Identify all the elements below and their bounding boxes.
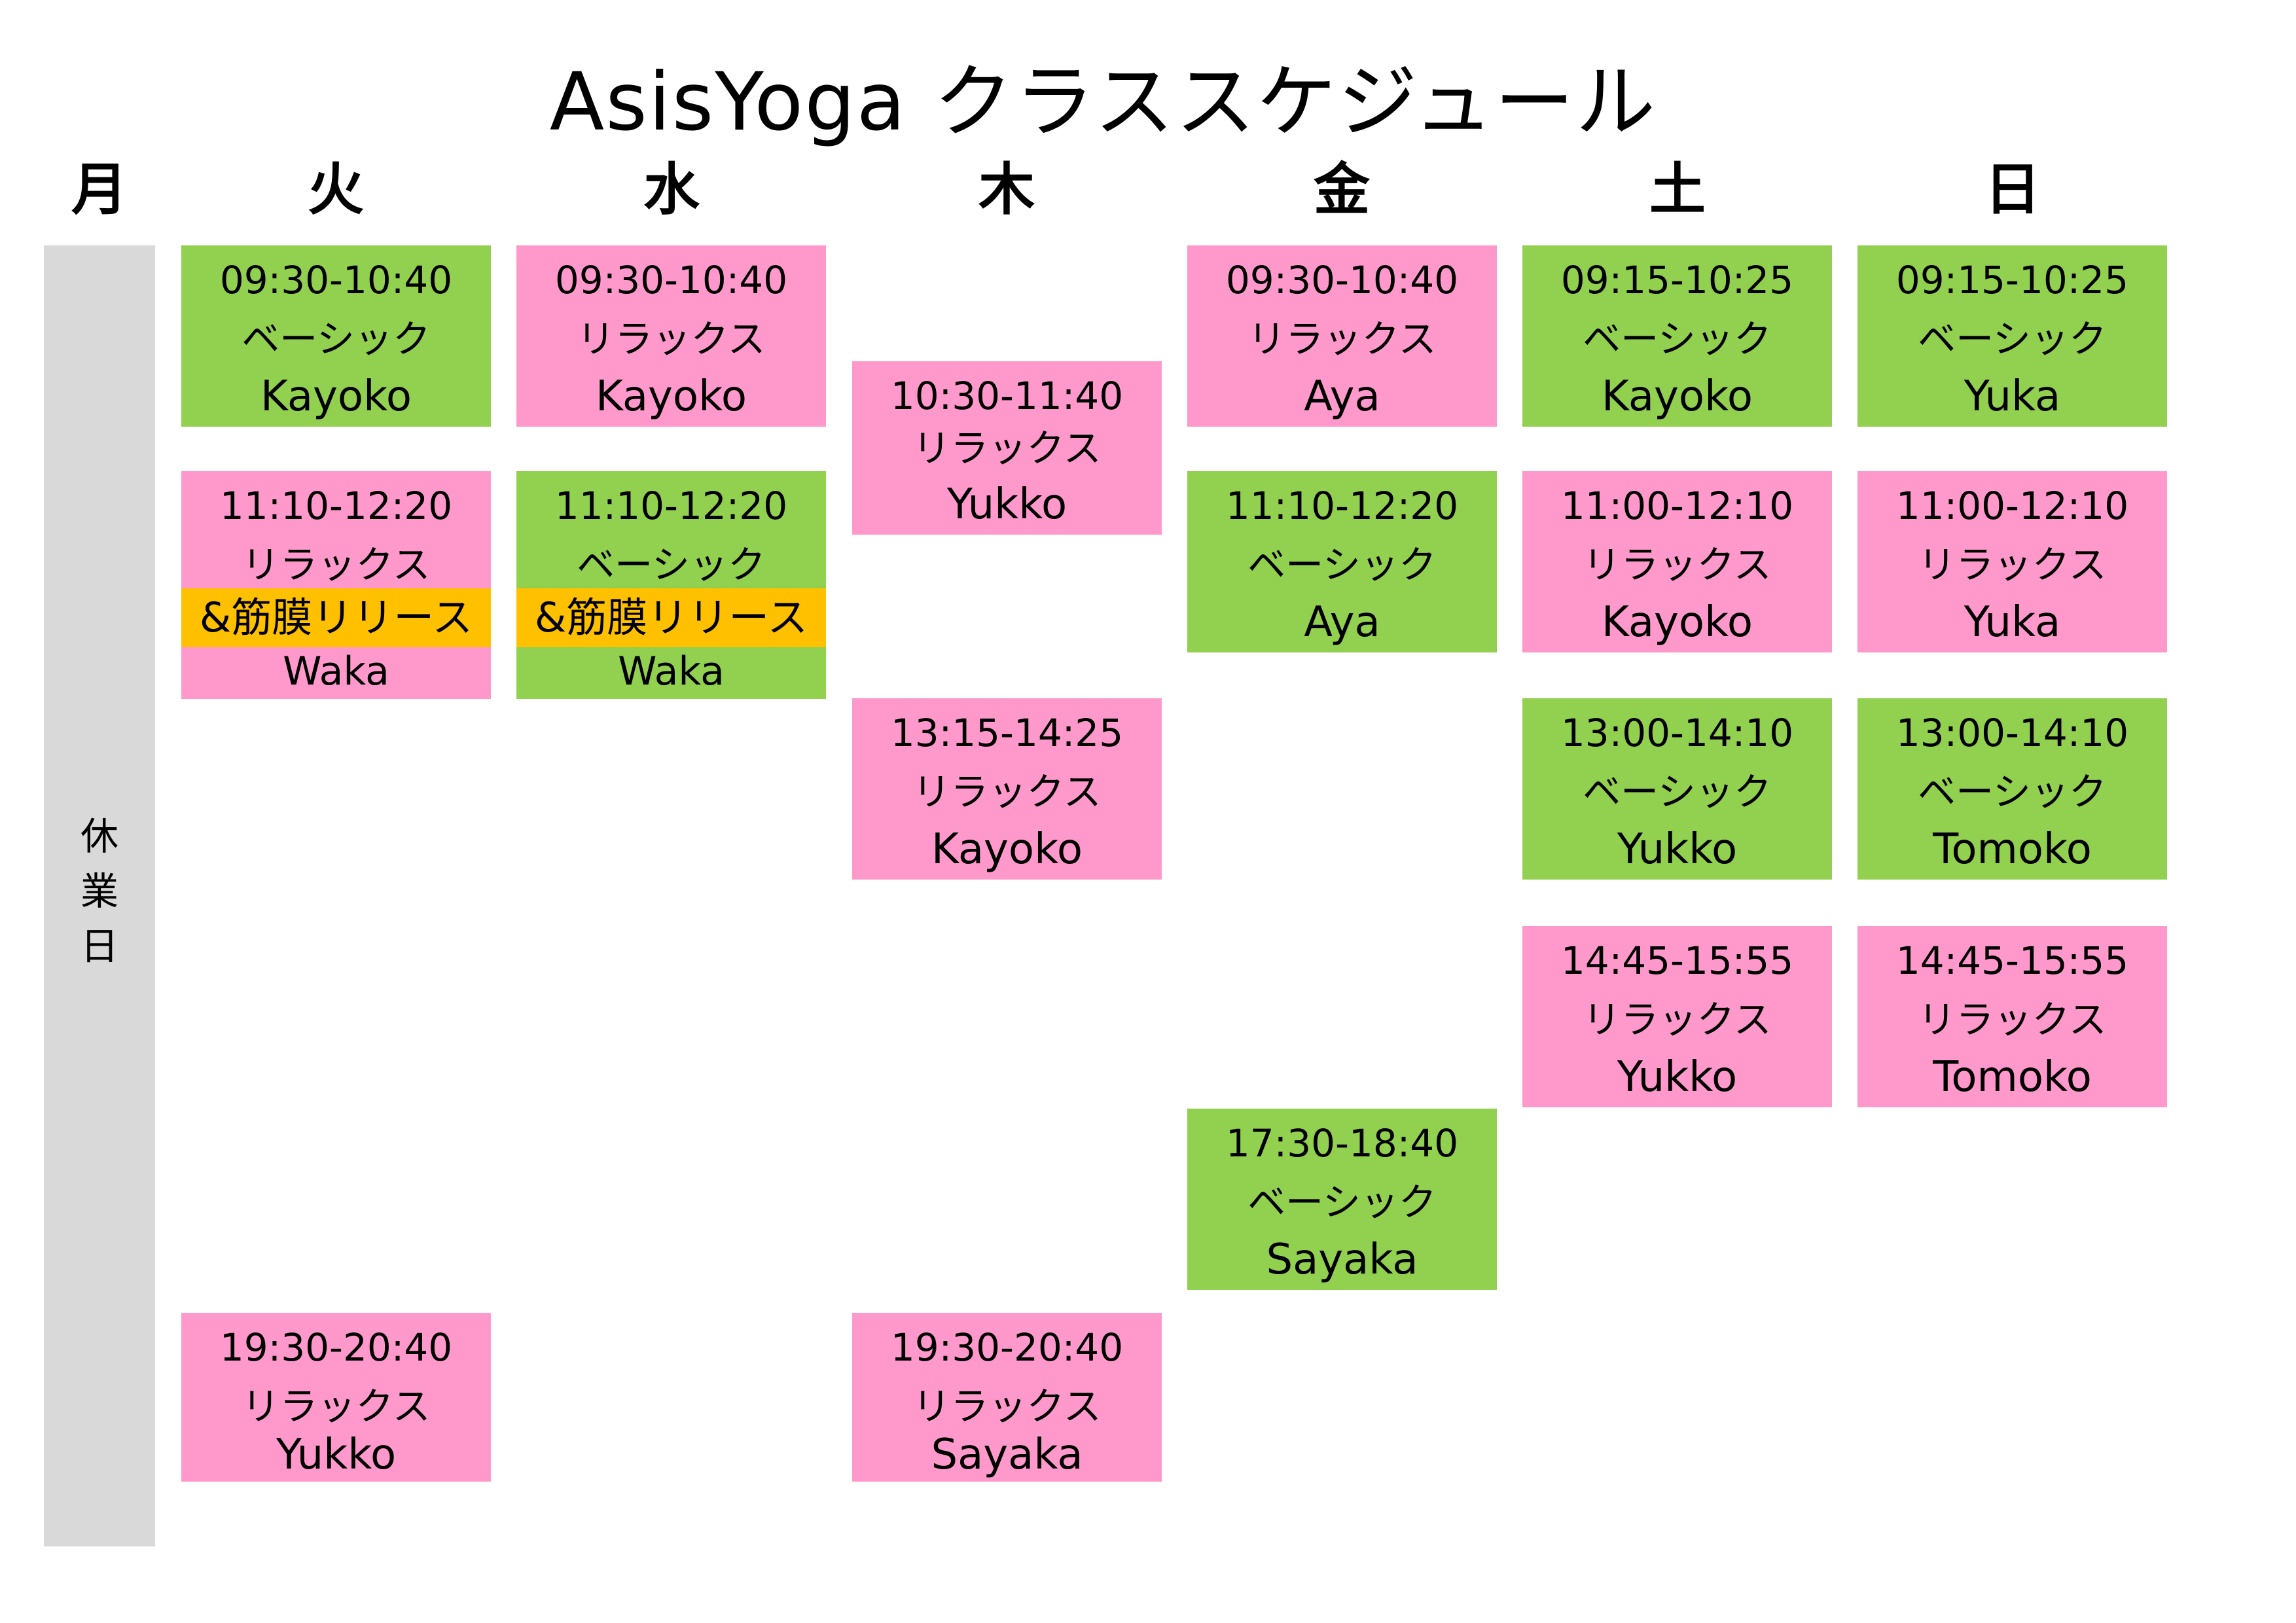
class-type: リラックス	[1583, 543, 1772, 587]
class-time: 09:30-10:40	[219, 258, 453, 302]
class-type: ベーシック	[242, 317, 431, 361]
class-time: 13:15-14:25	[890, 711, 1124, 755]
class-time: 11:10-12:20	[1225, 484, 1459, 528]
class-card[interactable]: 09:30-10:40 リラックス Aya	[1187, 245, 1497, 427]
class-instructor: Kayoko	[260, 372, 412, 421]
closed-day-bar	[44, 245, 155, 1546]
class-type: ベーシック	[1583, 317, 1772, 361]
class-card[interactable]: 13:15-14:25 リラックス Kayoko	[852, 698, 1162, 880]
class-instructor: Sayaka	[1266, 1236, 1418, 1284]
class-card[interactable]: 19:30-20:40 リラックス Sayaka	[852, 1313, 1162, 1482]
fascia-release-band: &筋膜リリース	[181, 588, 491, 647]
class-time: 09:30-10:40	[554, 258, 788, 302]
class-time: 11:10-12:20	[554, 484, 788, 528]
class-instructor: Tomoko	[1933, 825, 2092, 874]
class-time: 11:00-12:10	[1895, 484, 2129, 528]
class-type: ベーシック	[1247, 543, 1437, 587]
page-title: AsisYoga クラススケジュール	[549, 56, 1657, 149]
class-type: リラックス	[1918, 997, 2107, 1042]
class-instructor: Kayoko	[1601, 598, 1753, 647]
class-card[interactable]: 11:10-12:20 ベーシック &筋膜リリース Waka	[516, 471, 826, 699]
class-card[interactable]: 09:15-10:25 ベーシック Yuka	[1857, 245, 2167, 427]
class-instructor: Yukko	[1617, 825, 1738, 874]
class-type: リラックス	[912, 1384, 1102, 1429]
class-type: ベーシック	[1583, 770, 1772, 814]
class-time: 09:30-10:40	[1225, 258, 1459, 302]
class-time: 13:00-14:10	[1895, 711, 2129, 755]
fascia-release-band: &筋膜リリース	[516, 588, 826, 647]
class-card[interactable]: 14:45-15:55 リラックス Tomoko	[1857, 926, 2167, 1107]
day-header-sat: 土	[1649, 157, 1706, 223]
class-card[interactable]: 09:30-10:40 リラックス Kayoko	[516, 245, 826, 427]
day-header-sun: 日	[1984, 157, 2041, 223]
class-card[interactable]: 09:15-10:25 ベーシック Kayoko	[1522, 245, 1832, 427]
class-time: 10:30-11:40	[890, 374, 1124, 418]
class-type: リラックス	[1247, 317, 1437, 361]
day-header-tue: 火	[308, 157, 364, 223]
class-type: ベーシック	[1918, 317, 2107, 361]
class-card[interactable]: 13:00-14:10 ベーシック Yukko	[1522, 698, 1832, 880]
class-instructor: Yukko	[946, 480, 1067, 529]
class-card[interactable]: 13:00-14:10 ベーシック Tomoko	[1857, 698, 2167, 880]
class-card[interactable]: 11:00-12:10 リラックス Kayoko	[1522, 471, 1832, 652]
class-card[interactable]: 10:30-11:40 リラックス Yukko	[852, 361, 1162, 535]
class-card[interactable]: 11:00-12:10 リラックス Yuka	[1857, 471, 2167, 652]
class-type: ベーシック	[1247, 1180, 1437, 1224]
day-header-fri: 金	[1314, 157, 1370, 223]
day-header-mon: 月	[71, 157, 128, 223]
class-time: 09:15-10:25	[1895, 258, 2129, 302]
class-time: 11:10-12:20	[219, 484, 453, 528]
class-time: 19:30-20:40	[890, 1325, 1124, 1370]
class-card[interactable]: 19:30-20:40 リラックス Yukko	[181, 1313, 491, 1482]
class-card[interactable]: 17:30-18:40 ベーシック Sayaka	[1187, 1109, 1497, 1290]
class-instructor: Yukko	[1617, 1053, 1738, 1101]
class-instructor: Kayoko	[595, 372, 747, 421]
class-card[interactable]: 14:45-15:55 リラックス Yukko	[1522, 926, 1832, 1107]
class-instructor: Kayoko	[931, 825, 1083, 874]
class-card[interactable]: 11:10-12:20 リラックス &筋膜リリース Waka	[181, 471, 491, 699]
class-type: リラックス	[912, 426, 1102, 471]
class-instructor: Tomoko	[1933, 1053, 2092, 1101]
class-type: リラックス	[242, 543, 431, 587]
class-type: リラックス	[912, 770, 1102, 814]
class-card[interactable]: 09:30-10:40 ベーシック Kayoko	[181, 245, 491, 427]
class-time: 11:00-12:10	[1560, 484, 1794, 528]
class-instructor: Aya	[1304, 598, 1380, 647]
class-time: 14:45-15:55	[1560, 938, 1794, 983]
class-type: リラックス	[242, 1384, 431, 1429]
class-instructor: Yuka	[1964, 372, 2061, 421]
day-header-wed: 水	[643, 157, 700, 223]
class-time: 09:15-10:25	[1560, 258, 1794, 302]
class-instructor: Waka	[283, 649, 389, 694]
class-instructor: Yukko	[276, 1431, 397, 1479]
class-type: ベーシック	[577, 543, 766, 587]
class-instructor: Waka	[618, 649, 725, 694]
class-instructor: Kayoko	[1601, 372, 1753, 421]
class-time: 17:30-18:40	[1225, 1121, 1459, 1166]
class-type: リラックス	[577, 317, 766, 361]
closed-day-label: 休 業 日	[80, 814, 118, 969]
class-time: 19:30-20:40	[219, 1325, 453, 1370]
class-type: ベーシック	[1918, 770, 2107, 814]
class-type: リラックス	[1583, 997, 1772, 1042]
class-instructor: Aya	[1304, 372, 1380, 421]
class-type: リラックス	[1918, 543, 2107, 587]
class-instructor: Sayaka	[931, 1431, 1083, 1479]
day-header-thu: 木	[978, 157, 1035, 223]
class-instructor: Yuka	[1964, 598, 2061, 647]
class-time: 14:45-15:55	[1895, 938, 2129, 983]
class-time: 13:00-14:10	[1560, 711, 1794, 755]
class-card[interactable]: 11:10-12:20 ベーシック Aya	[1187, 471, 1497, 652]
